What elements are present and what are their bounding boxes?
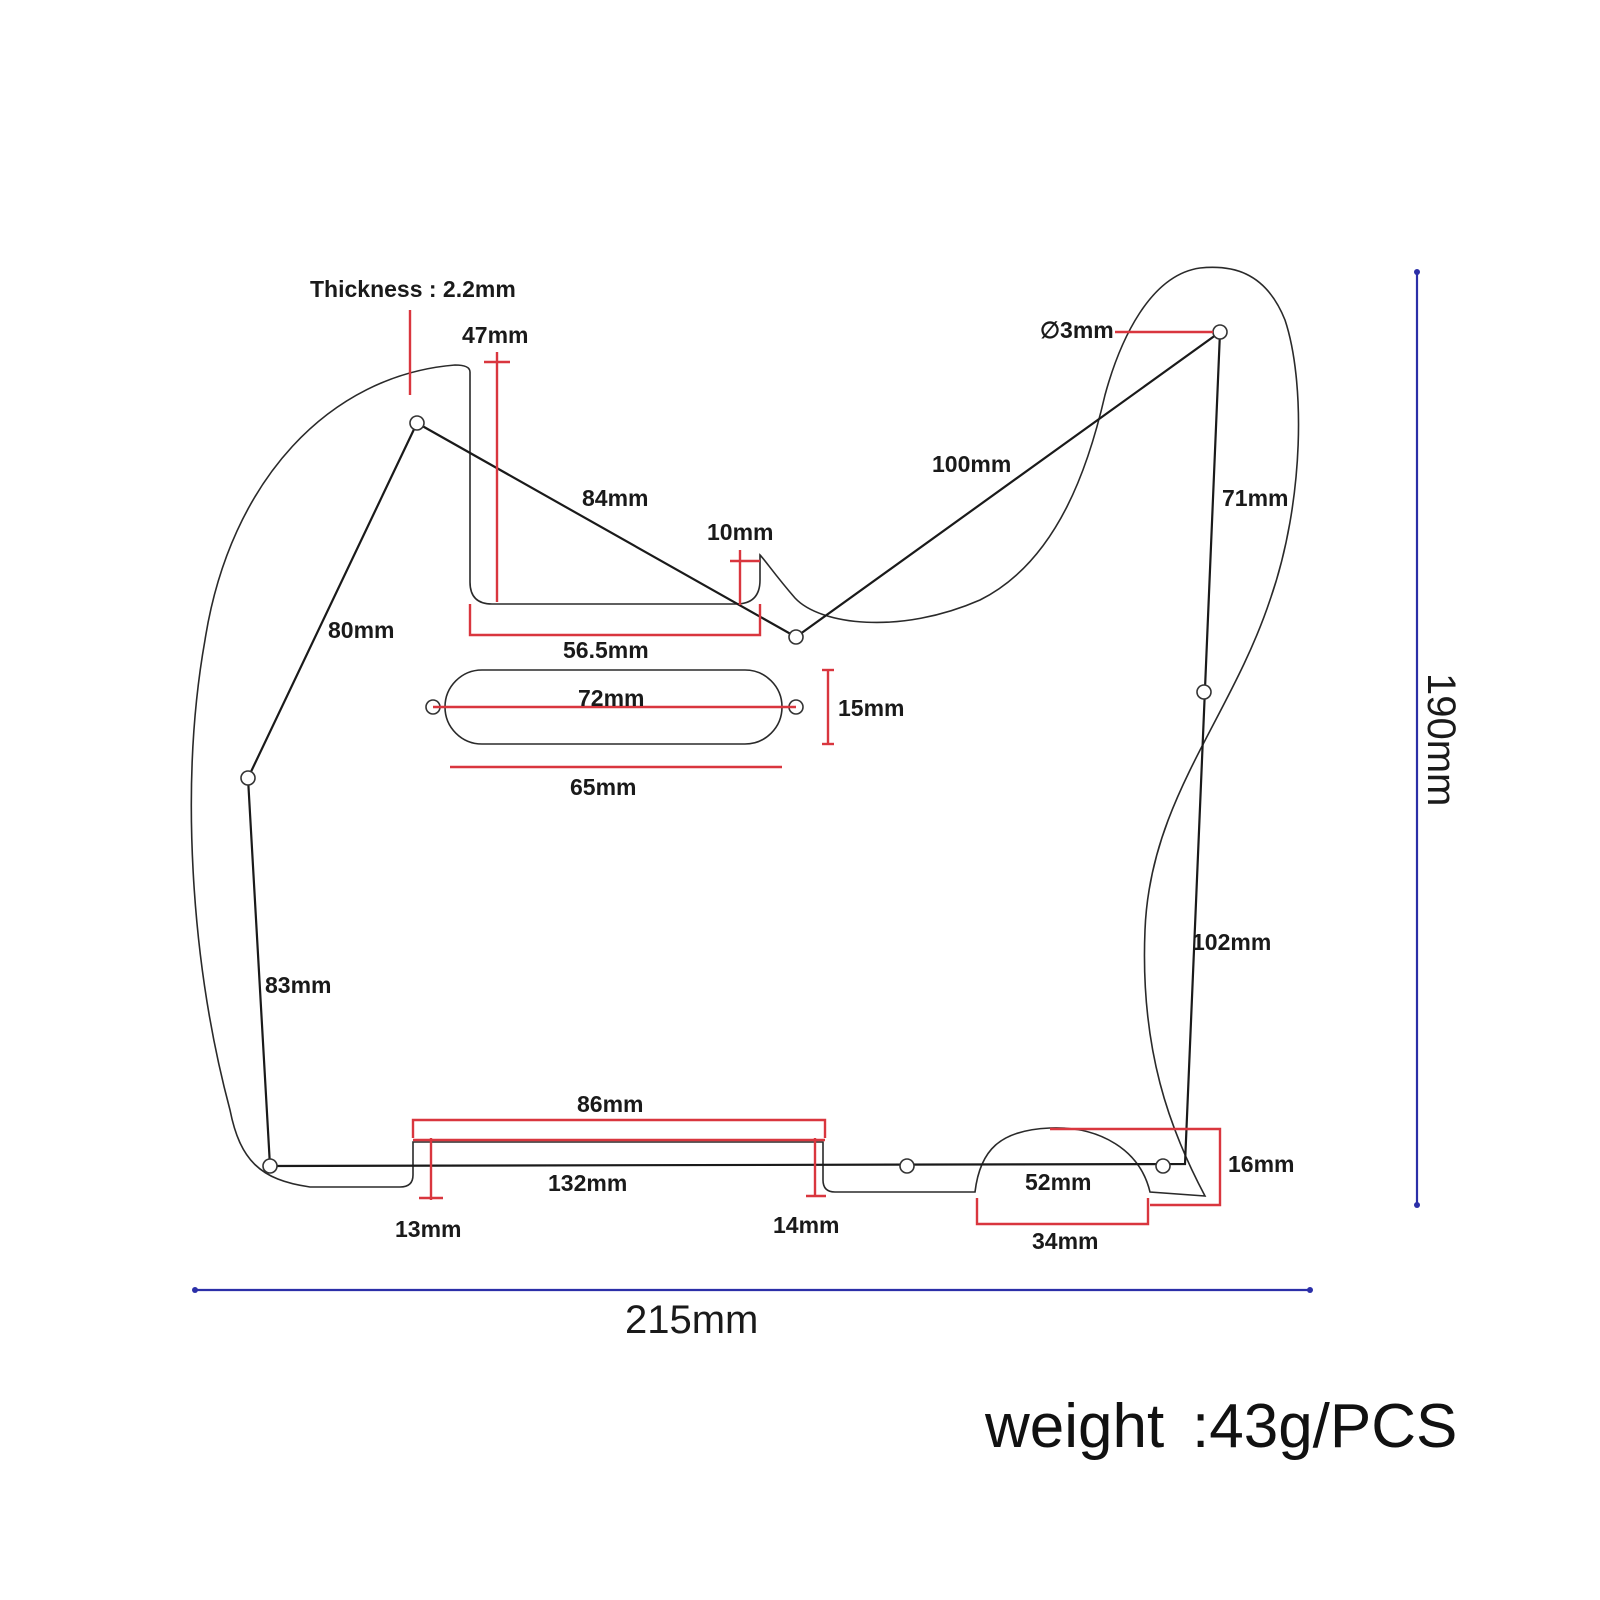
dim-34-label: 34mm: [1032, 1228, 1098, 1254]
dim-100-label: 100mm: [932, 451, 1011, 477]
overall-height-label: 190mm: [1419, 673, 1463, 806]
dim-71-label: 71mm: [1222, 485, 1288, 511]
dim-86-label: 86mm: [577, 1091, 643, 1117]
weight-label: weight: [984, 1392, 1164, 1461]
red-dimension-lines: [408, 310, 1222, 1226]
dim-86-bracket: [411, 1118, 827, 1138]
dim-16-bracket: [1050, 1127, 1222, 1207]
pickup-cavity-outline: [444, 669, 783, 745]
thickness-label: Thickness : 2.2mm: [310, 276, 516, 302]
overall-width-label: 215mm: [625, 1298, 758, 1342]
pickguard-outline: [190, 266, 1300, 1197]
dim-34-bracket: [975, 1198, 1150, 1226]
dim-102-label: 102mm: [1192, 929, 1271, 955]
dim-15-label: 15mm: [838, 695, 904, 721]
screw-hole: [240, 770, 256, 786]
dim-56-5-label: 56.5mm: [563, 637, 649, 663]
dim-13-label: 13mm: [395, 1216, 461, 1242]
dim-80-label: 80mm: [328, 617, 394, 643]
screw-hole: [409, 415, 425, 431]
dim-14-label: 14mm: [773, 1212, 839, 1238]
screw-hole: [788, 629, 804, 645]
screw-hole: [262, 1158, 278, 1174]
screw-hole: [1155, 1158, 1171, 1174]
dim-72-label: 72mm: [578, 685, 644, 711]
dim-16-label: 16mm: [1228, 1151, 1294, 1177]
dim-47-label: 47mm: [462, 322, 528, 348]
screw-hole: [1196, 684, 1212, 700]
dim-10-label: 10mm: [707, 519, 773, 545]
screw-hole: [899, 1158, 915, 1174]
dim-84-label: 84mm: [582, 485, 648, 511]
outline-hole-connector: [246, 329, 1222, 1168]
dim-3-label: ∅3mm: [1040, 317, 1114, 343]
screw-hole: [1212, 324, 1228, 340]
dim-132-label: 132mm: [548, 1170, 627, 1196]
weight-value: :43g/PCS: [1192, 1392, 1457, 1461]
dim-65-label: 65mm: [570, 774, 636, 800]
dim-56-5-bracket: [468, 604, 762, 637]
dim-83-label: 83mm: [265, 972, 331, 998]
dim-52-label: 52mm: [1025, 1169, 1091, 1195]
